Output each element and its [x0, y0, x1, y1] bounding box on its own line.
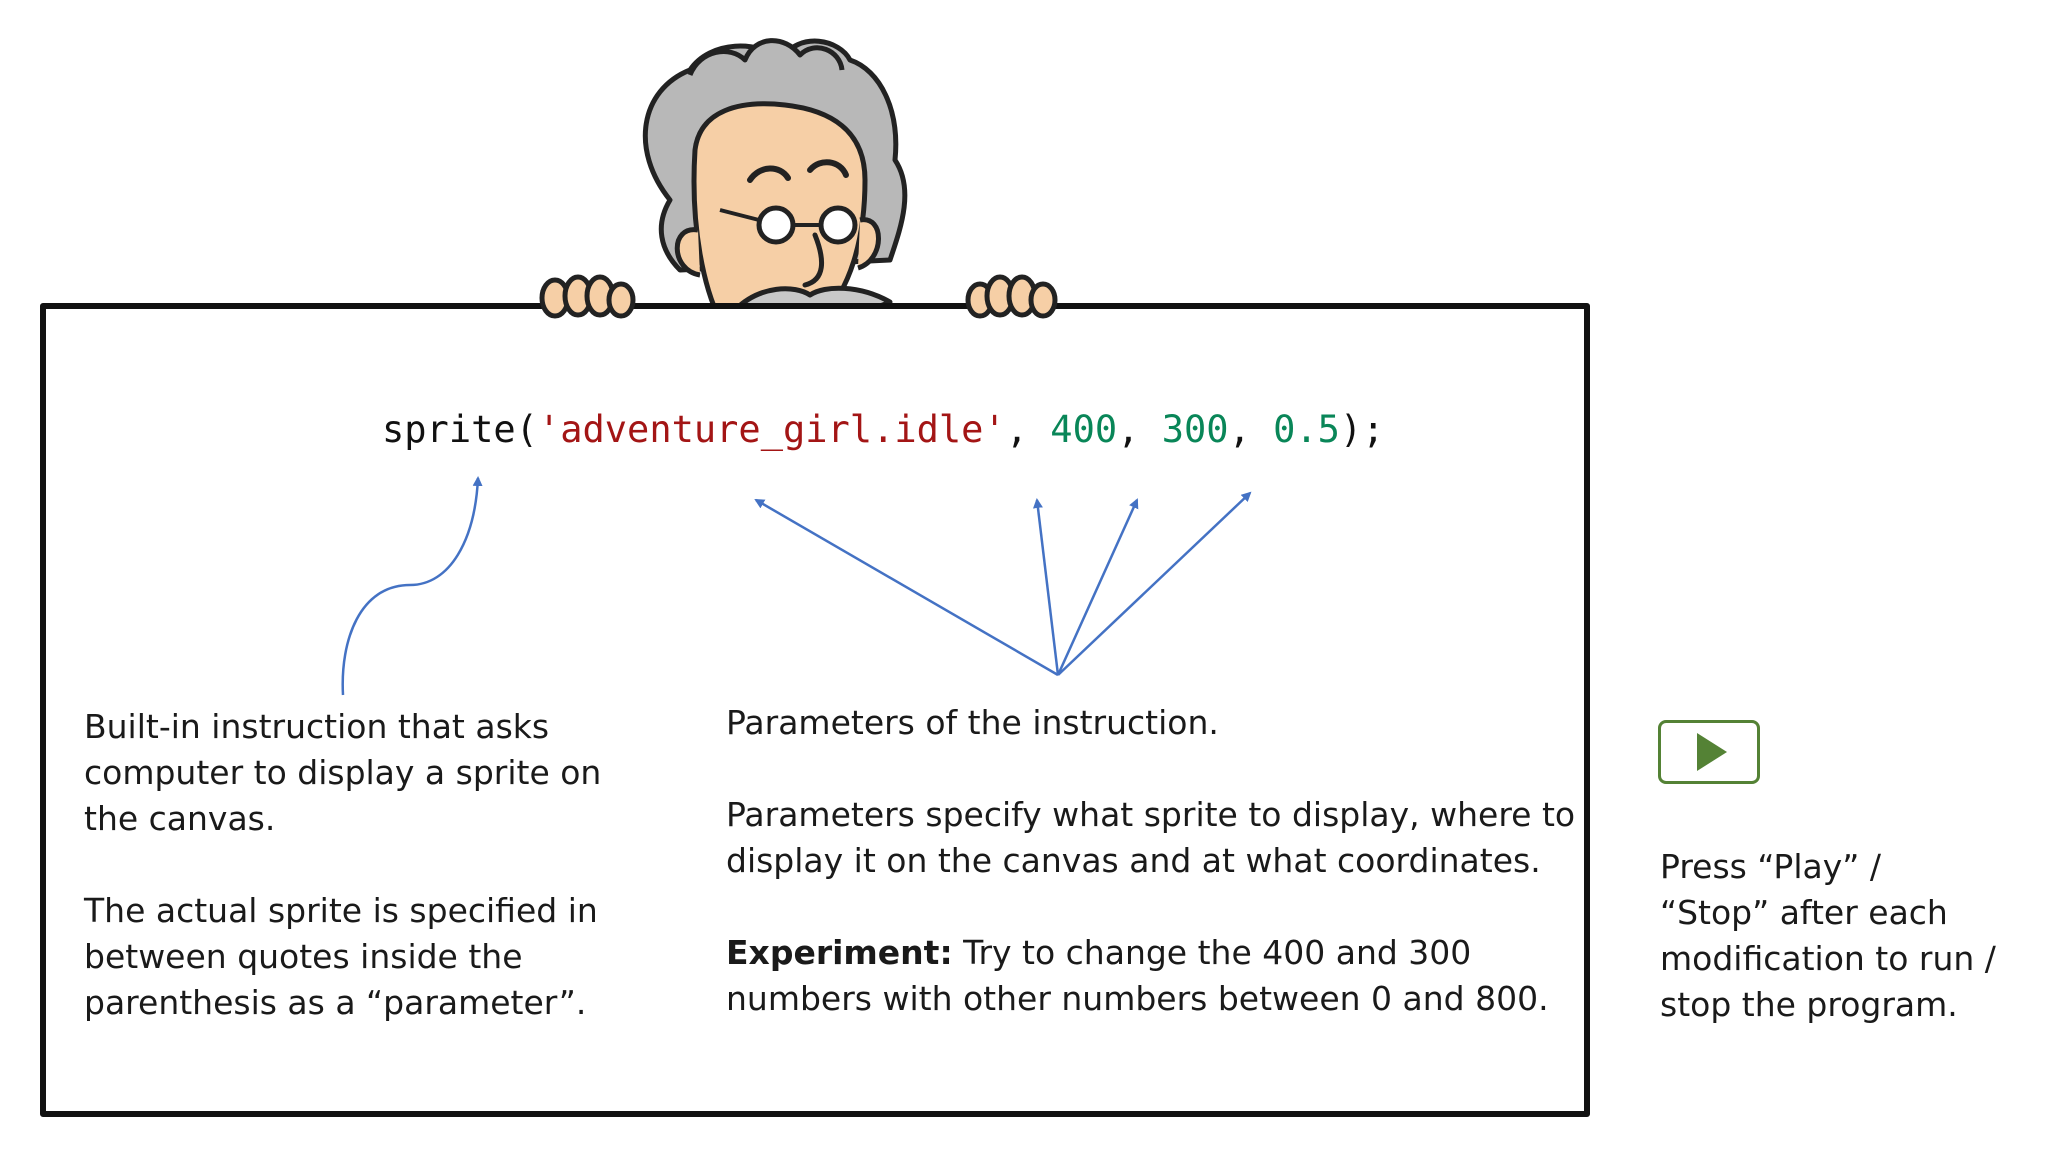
experiment-note: Experiment: Try to change the 400 and 30… [726, 930, 1606, 1022]
experiment-label: Experiment: [726, 933, 953, 972]
code-separator: , [1005, 408, 1051, 451]
code-sprite-call: sprite('adventure_girl.idle', 400, 300, … [382, 408, 1384, 451]
parameters-description: Parameters specify what sprite to displa… [726, 795, 1576, 880]
code-separator: , [1228, 408, 1274, 451]
code-separator: , [1117, 408, 1162, 451]
function-explanation-para2: The actual sprite is specified in betwee… [84, 891, 598, 1022]
code-number-arg-scale: 0.5 [1273, 408, 1340, 451]
whiteboard-frame [40, 303, 1590, 1117]
experiment-text: Try to change the 400 and 300 numbers wi… [726, 933, 1549, 1018]
professor-character-illustration [642, 38, 908, 323]
parameters-explanation: Parameters of the instruction. Parameter… [726, 700, 1606, 1022]
play-button[interactable] [1658, 720, 1760, 784]
function-explanation-para1: Built-in instruction that asks computer … [84, 707, 602, 838]
code-number-arg-y: 300 [1161, 408, 1229, 451]
parameters-heading: Parameters of the instruction. [726, 703, 1219, 742]
code-function-name: sprite( [382, 408, 538, 451]
code-close: ); [1339, 408, 1385, 451]
code-string-arg: 'adventure_girl.idle' [537, 408, 1006, 451]
play-icon [1697, 733, 1727, 771]
function-explanation: Built-in instruction that asks computer … [84, 704, 644, 1026]
run-instructions: Press “Play” / “Stop” after each modific… [1660, 847, 1996, 1024]
code-number-arg-x: 400 [1050, 408, 1118, 451]
